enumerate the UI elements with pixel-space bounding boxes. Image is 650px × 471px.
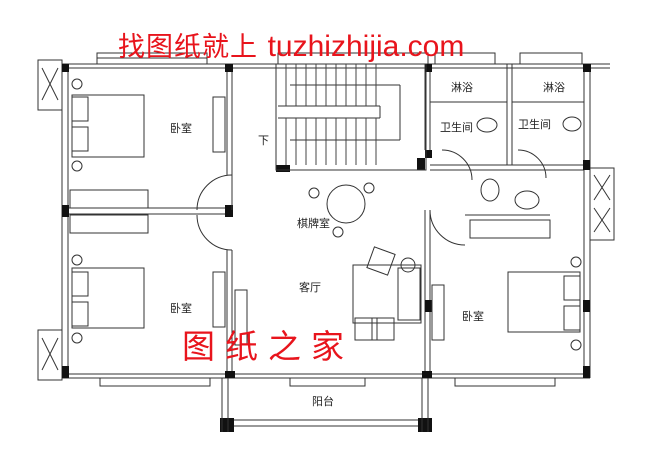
stair-treads	[285, 64, 377, 165]
label-bathroom-right: 卫生间	[518, 118, 551, 131]
label-living-room: 客厅	[299, 281, 321, 294]
watermark-top-url: tuzhizhijia.com	[267, 30, 465, 63]
chess-table	[308, 182, 375, 238]
staircase	[275, 63, 427, 171]
watermark-top-cn: 找图纸就上	[118, 32, 258, 63]
sofa-set	[352, 246, 422, 341]
top-windows	[96, 52, 583, 65]
label-shower-left: 淋浴	[451, 81, 473, 94]
beds	[71, 78, 582, 351]
label-chess-room: 棋牌室	[297, 217, 330, 230]
label-bedroom-bottom-left: 卧室	[170, 302, 192, 315]
wardrobes	[69, 189, 551, 239]
doors	[196, 149, 547, 251]
label-shower-right: 淋浴	[543, 81, 565, 94]
bottom-windows	[99, 377, 556, 387]
watermark-middle: 图纸之家	[182, 327, 354, 366]
label-stair-down: 下	[258, 134, 269, 147]
ac-units	[37, 59, 615, 381]
label-bathroom-left: 卫生间	[440, 121, 473, 134]
label-bedroom-top-left: 卧室	[170, 122, 192, 135]
label-bedroom-right: 卧室	[462, 310, 484, 323]
balcony	[221, 378, 429, 432]
watermark-top: 找图纸就上 tuzhizhijia.com	[118, 25, 464, 64]
label-balcony: 阳台	[312, 395, 334, 408]
tv-cabinets	[212, 96, 445, 346]
bathroom-fixtures	[476, 116, 582, 210]
